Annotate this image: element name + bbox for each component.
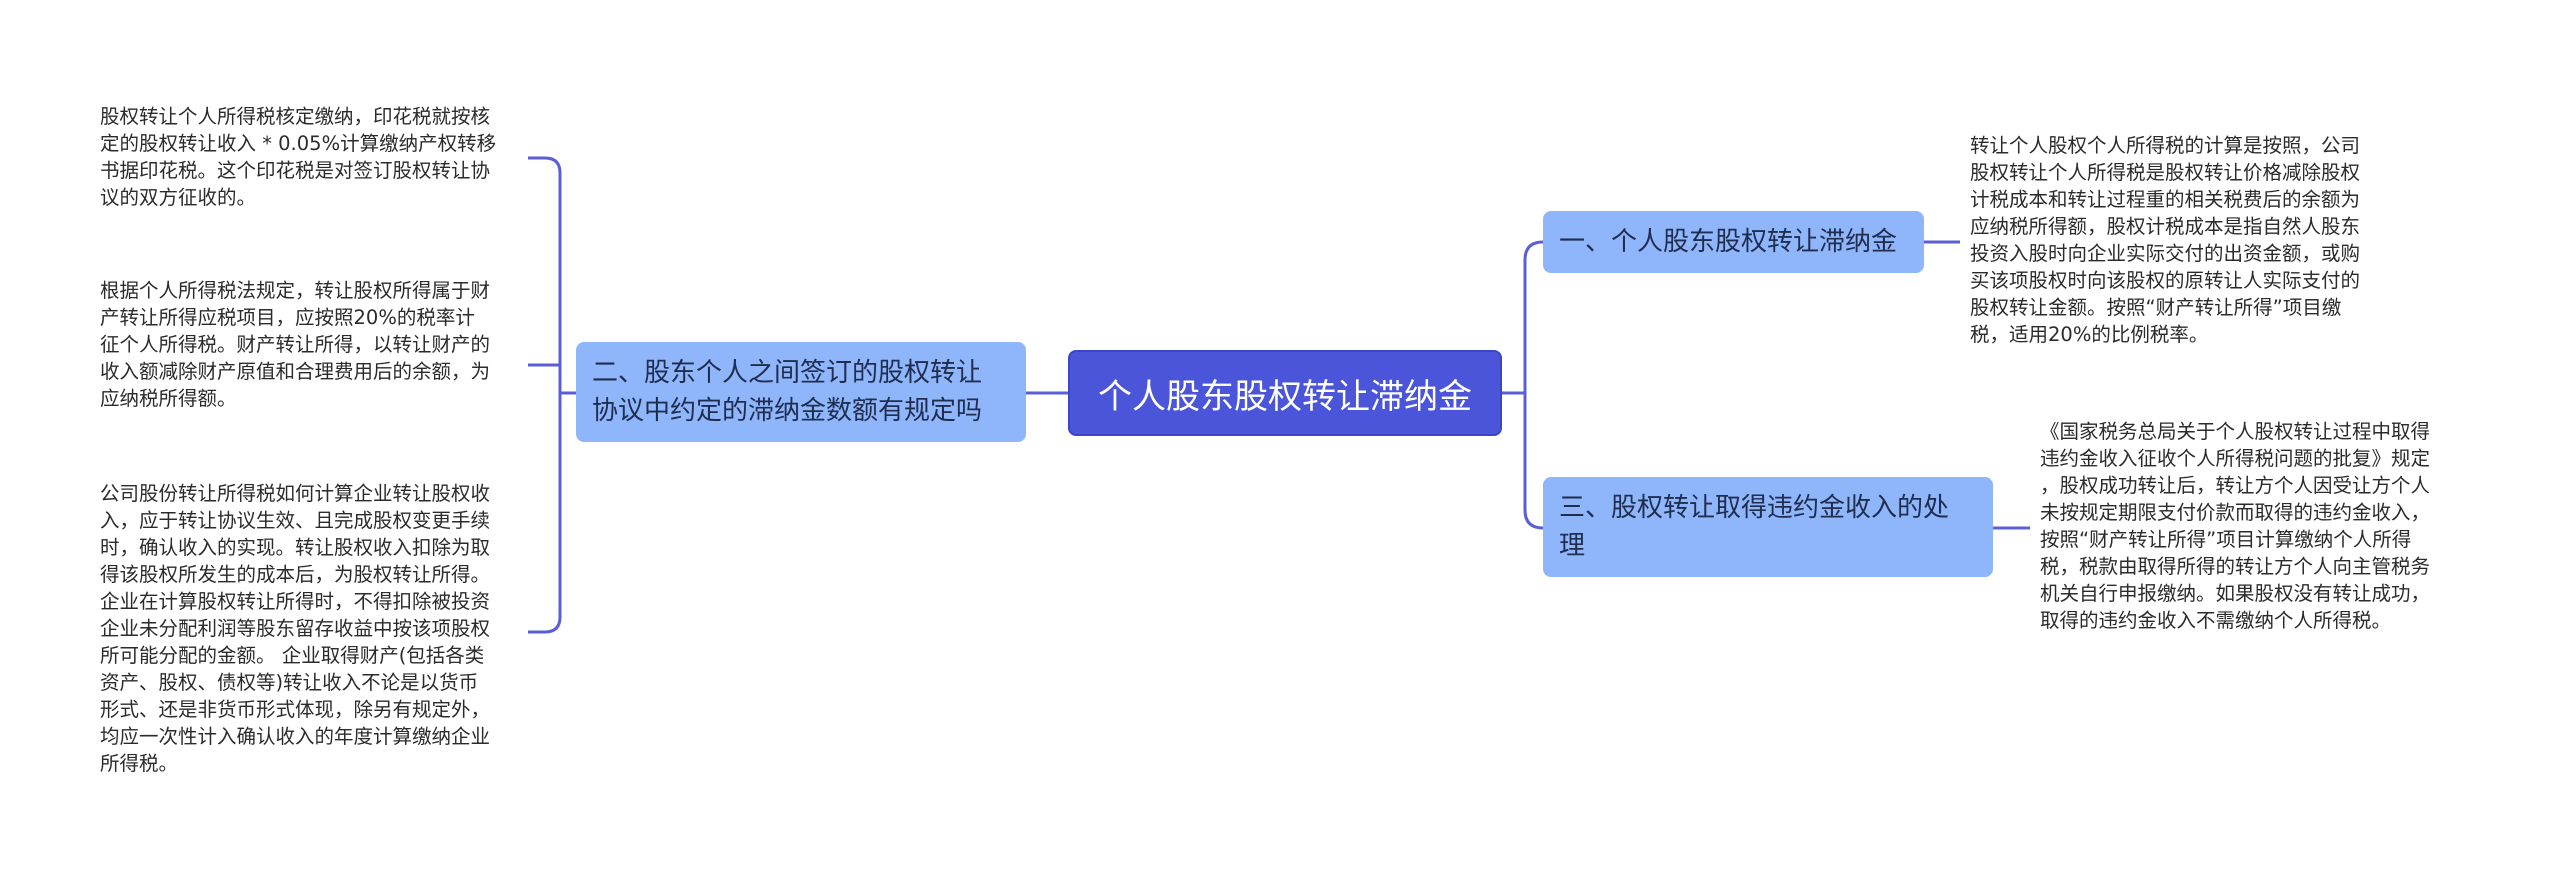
leaf-text-penalty-income: 《国家税务总局关于个人股权转让过程中取得 违约金收入征收个人所得税问题的批复》规… [2040,420,2431,632]
leaf-text-corporate-transfer: 公司股份转让所得税如何计算企业转让股权收 入，应于转让协议生效、且完成股权变更手… [100,482,491,775]
leaf-text-stamp-tax: 股权转让个人所得税核定缴纳，印花税就按核 定的股权转让收入 * 0.05%计算缴… [100,105,497,209]
branch-node-1[interactable]: 一、个人股东股权转让滞纳金 [1543,211,1924,273]
root-label: 个人股东股权转让滞纳金 [1098,376,1472,417]
connector-right-spine [1523,240,1544,530]
leaf-text-income-tax-law: 根据个人所得税法规定，转让股权所得属于财 产转让所得应税项目，应按照20%的税率… [100,279,491,410]
branch-label-2: 二、股东个人之间签订的股权转让 协议中约定的滞纳金数额有规定吗 [592,358,983,426]
branch-node-2[interactable]: 二、股东个人之间签订的股权转让 协议中约定的滞纳金数额有规定吗 [576,342,1026,442]
connector-left-spine [544,156,562,634]
leaf-text-tax-calculation: 转让个人股权个人所得税的计算是按照，公司 股权转让个人所得税是股权转让价格减除股… [1970,134,2361,346]
root-node[interactable]: 个人股东股权转让滞纳金 [1068,350,1502,436]
branch-label-3: 三、股权转让取得违约金收入的处 理 [1559,493,1950,561]
branch-label-1: 一、个人股东股权转让滞纳金 [1559,227,1898,257]
branch-node-3[interactable]: 三、股权转让取得违约金收入的处 理 [1543,477,1993,577]
